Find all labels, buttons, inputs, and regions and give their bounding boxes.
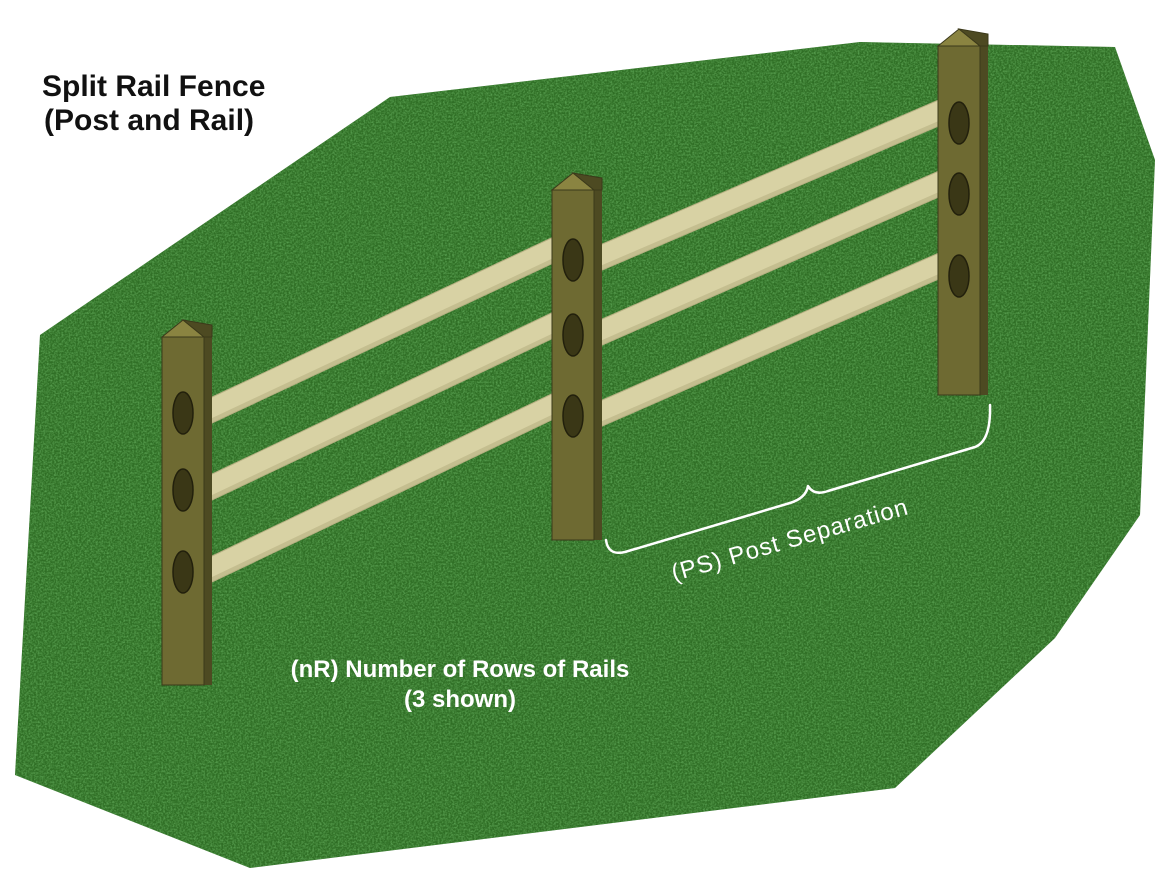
rows-of-rails-label-line-1: (nR) Number of Rows of Rails bbox=[290, 656, 630, 683]
fence-post-2 bbox=[550, 172, 603, 541]
rows-of-rails-label-line-2: (3 shown) bbox=[404, 686, 516, 713]
post-front bbox=[937, 45, 981, 396]
title-line-1: Split Rail Fence bbox=[42, 70, 266, 103]
fence-post-3 bbox=[936, 28, 989, 396]
post-hole-2 bbox=[562, 313, 584, 357]
post-cap-side bbox=[571, 172, 603, 191]
post-side bbox=[204, 337, 212, 685]
diagram-title: Split Rail Fence (Post and Rail) bbox=[42, 70, 265, 138]
title-line-2: (Post and Rail) bbox=[44, 104, 255, 137]
rail-shadow bbox=[210, 329, 562, 501]
rail-shadow bbox=[600, 270, 948, 427]
post-hole-3 bbox=[562, 394, 584, 438]
post-side bbox=[594, 190, 602, 540]
post-hole-1 bbox=[562, 238, 584, 282]
fence-post-1 bbox=[160, 319, 213, 686]
post-separation-bracket bbox=[604, 403, 992, 554]
rail-shadow bbox=[600, 117, 948, 271]
rail-shadow bbox=[600, 188, 948, 346]
rail-shadow bbox=[210, 254, 562, 424]
rail-shadow bbox=[210, 410, 562, 583]
post-hole-3 bbox=[948, 254, 970, 298]
post-hole-2 bbox=[172, 468, 194, 512]
post-hole-3 bbox=[172, 550, 194, 594]
posts bbox=[160, 28, 989, 686]
post-cap-side bbox=[957, 28, 989, 47]
post-side bbox=[980, 46, 988, 395]
post-hole-1 bbox=[172, 391, 194, 435]
post-hole-2 bbox=[948, 172, 970, 216]
post-hole-1 bbox=[948, 101, 970, 145]
rows-of-rails-label: (nR) Number of Rows of Rails (3 shown) bbox=[230, 655, 690, 715]
post-cap-side bbox=[181, 319, 213, 338]
